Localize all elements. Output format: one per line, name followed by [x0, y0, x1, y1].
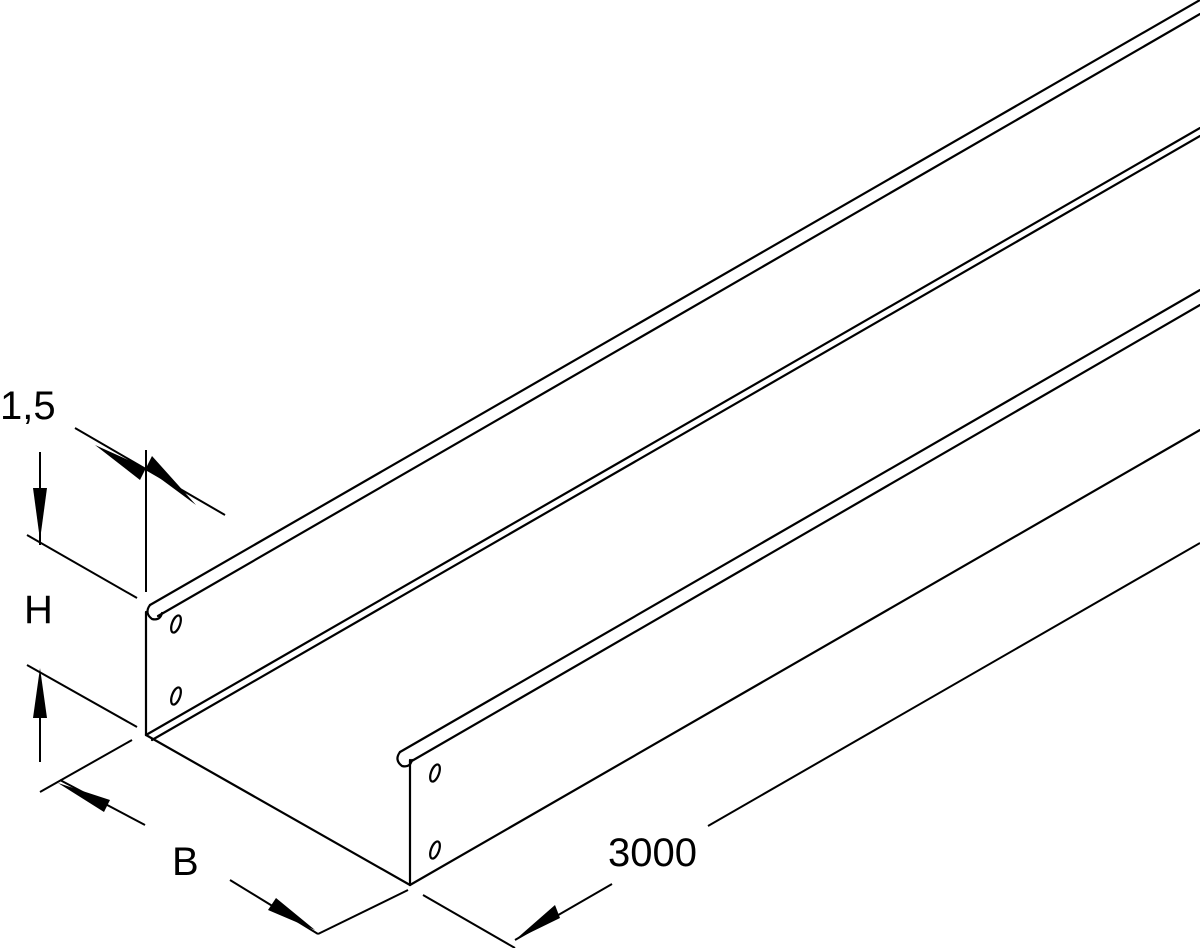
length-label: 3000 — [608, 831, 697, 875]
height-label: H — [24, 588, 53, 632]
left-wall-top-edge — [148, 0, 1200, 607]
thickness-label: 1,5 — [0, 384, 56, 428]
width-label: B — [172, 840, 199, 884]
floor-front-edge — [144, 733, 412, 887]
